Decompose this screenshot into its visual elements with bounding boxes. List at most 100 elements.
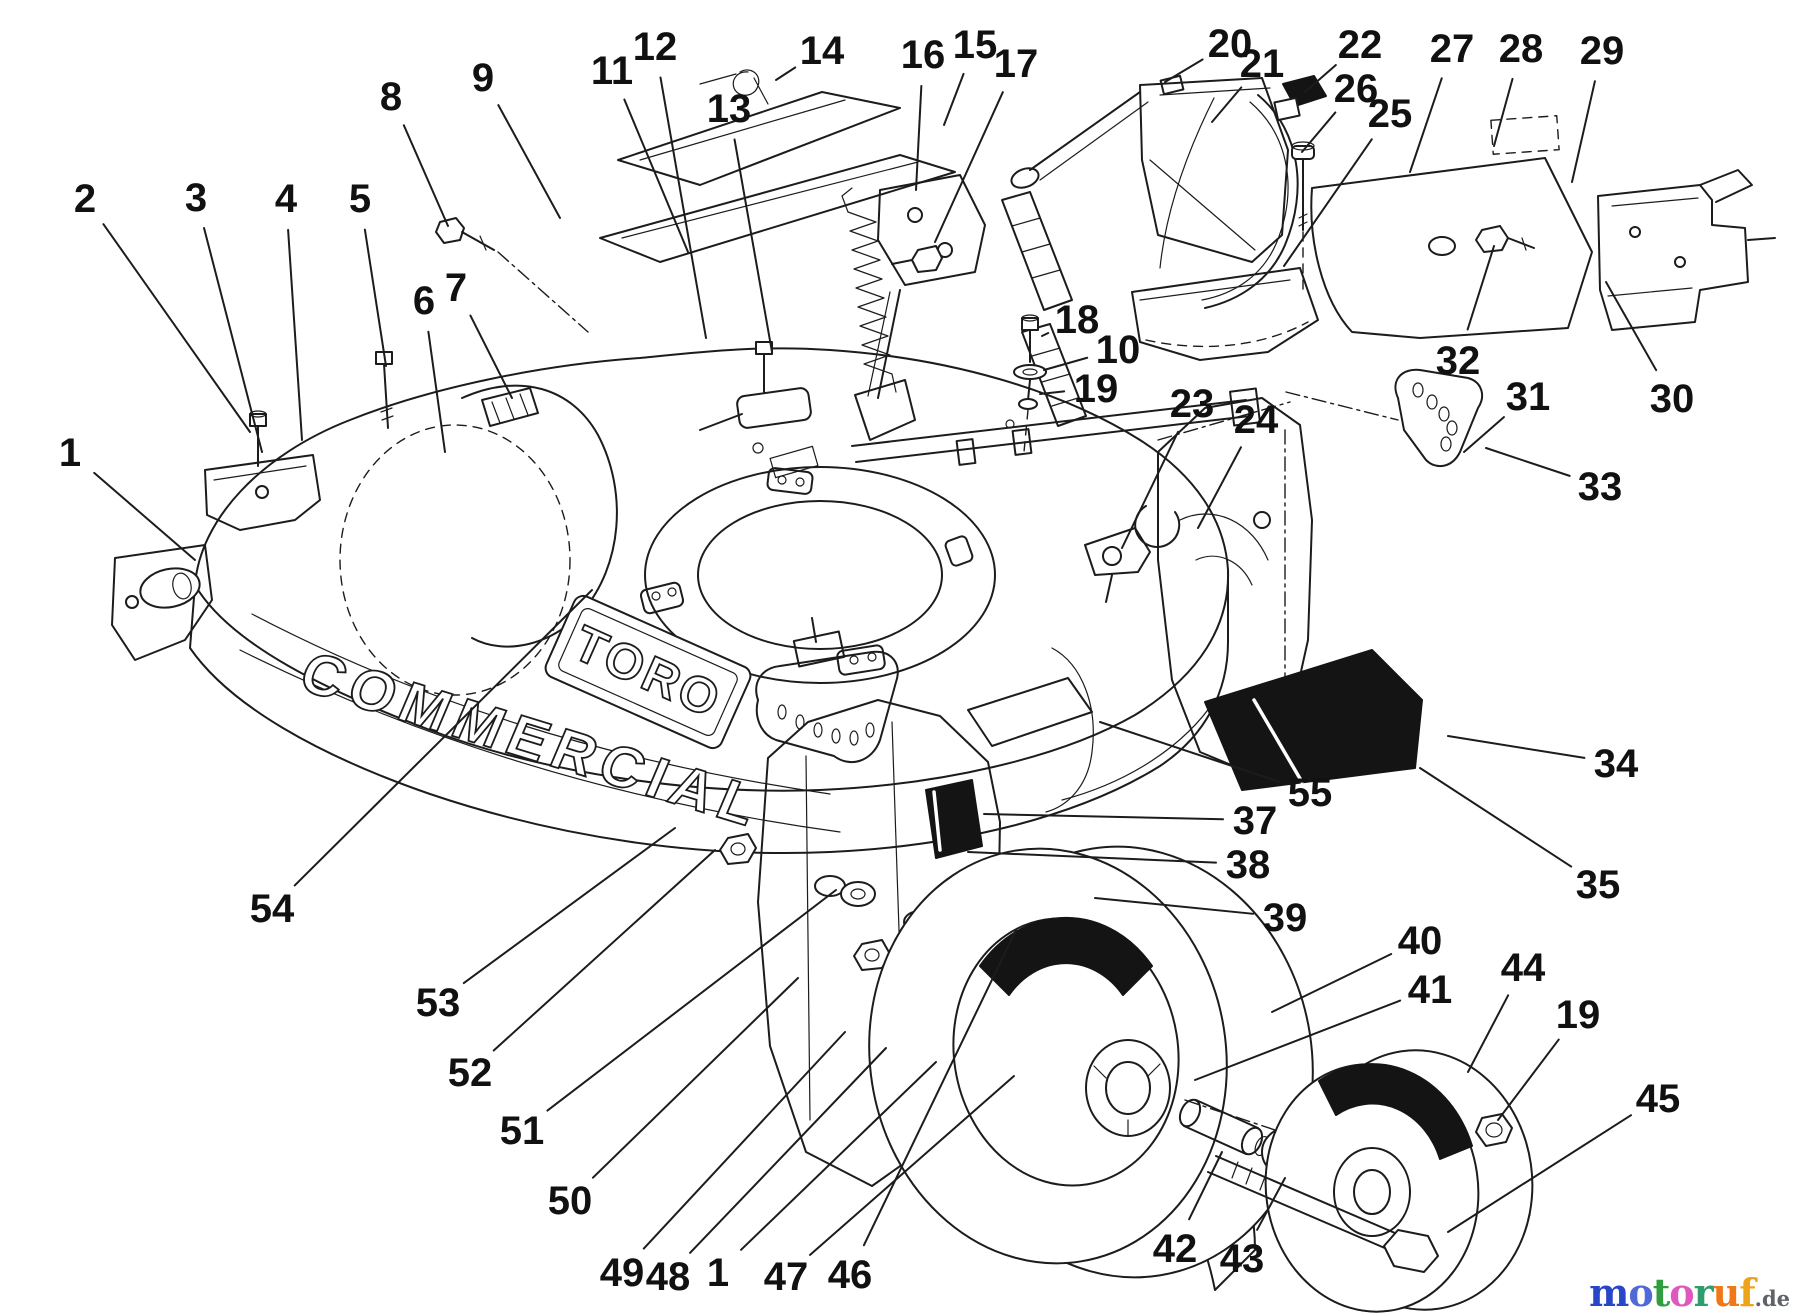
callout-number-20: 20	[1208, 22, 1253, 66]
callout-number-5: 5	[349, 177, 371, 221]
motoruf-logo-letters: motoruf	[1589, 1270, 1756, 1315]
callout-number-23: 23	[1170, 382, 1215, 426]
callout-leader-1	[740, 1061, 937, 1251]
callout-number-44: 44	[1501, 946, 1546, 990]
callout-leader-30	[1605, 281, 1658, 372]
rear-wheel-large	[868, 845, 1314, 1279]
grass-bag-frame	[1010, 74, 1327, 361]
callout-number-55: 55	[1288, 771, 1333, 815]
callout-number-33: 33	[1578, 465, 1623, 509]
motoruf-watermark[interactable]: motoruf.de	[1589, 1274, 1790, 1312]
callout-number-37: 37	[1233, 799, 1278, 843]
motoruf-domain-suffix: .de	[1754, 1286, 1790, 1311]
motoruf-letter: f	[1739, 1270, 1755, 1315]
callout-leader-53	[462, 827, 676, 985]
callout-leader-37	[983, 813, 1225, 821]
rear-cover-and-hinge	[1310, 115, 1776, 339]
callout-leader-31	[1463, 416, 1505, 453]
callout-leader-33	[1485, 447, 1571, 477]
callout-leader-51	[546, 889, 837, 1112]
callout-leader-40	[1271, 952, 1393, 1013]
callout-number-45: 45	[1636, 1077, 1681, 1121]
callout-leader-29	[1571, 80, 1596, 183]
callout-leader-3	[203, 226, 263, 453]
callout-leader-50	[591, 977, 799, 1179]
left-mount-brackets	[111, 217, 589, 661]
callout-number-17: 17	[994, 42, 1039, 86]
callout-number-7: 7	[445, 266, 467, 310]
callout-leader-1	[93, 471, 196, 561]
callout-leader-39	[1094, 897, 1255, 915]
callout-number-46: 46	[828, 1253, 873, 1297]
callout-leader-22	[1304, 64, 1337, 93]
callout-leader-23	[1121, 430, 1180, 549]
callout-number-14: 14	[800, 29, 845, 73]
motoruf-letter: u	[1712, 1270, 1741, 1315]
callout-number-41: 41	[1408, 968, 1453, 1012]
callout-number-6: 6	[413, 279, 435, 323]
callout-leader-47	[809, 1075, 1015, 1256]
callout-number-10: 10	[1096, 328, 1141, 372]
callout-leader-19	[1039, 390, 1066, 395]
callout-number-42: 42	[1153, 1227, 1198, 1271]
callout-number-21: 21	[1240, 42, 1285, 86]
callout-leader-11	[623, 98, 689, 253]
callout-number-29: 29	[1580, 29, 1625, 73]
callout-number-19: 19	[1074, 367, 1119, 411]
callout-number-32: 32	[1436, 339, 1481, 383]
callout-number-12: 12	[633, 25, 678, 69]
callout-leader-5	[363, 228, 387, 367]
callout-number-30: 30	[1650, 377, 1695, 421]
callout-number-3: 3	[185, 176, 207, 220]
callout-leader-38	[967, 851, 1218, 864]
callout-number-9: 9	[472, 56, 494, 100]
callout-leader-15	[943, 72, 965, 126]
callout-leader-25	[1283, 138, 1373, 267]
callout-number-40: 40	[1398, 919, 1443, 963]
callout-leader-6	[427, 330, 446, 453]
callout-number-1: 1	[707, 1251, 729, 1295]
callout-number-31: 31	[1506, 375, 1551, 419]
callout-leader-43	[1256, 1177, 1286, 1231]
callout-number-28: 28	[1499, 27, 1544, 71]
callout-number-26: 26	[1334, 67, 1379, 111]
blade-brake-ring	[639, 466, 996, 684]
callout-leader-54	[293, 589, 593, 887]
motoruf-letter: t	[1652, 1270, 1671, 1315]
callout-number-47: 47	[764, 1255, 809, 1299]
callout-leader-12	[659, 76, 707, 339]
callout-number-43: 43	[1220, 1237, 1265, 1281]
callout-leader-17	[934, 91, 1004, 243]
callout-leader-55	[1099, 721, 1281, 783]
callout-number-27: 27	[1430, 27, 1475, 71]
callout-number-19: 19	[1556, 993, 1601, 1037]
callout-number-15: 15	[953, 23, 998, 67]
pivot-fasteners	[1013, 314, 1047, 453]
callout-number-22: 22	[1338, 23, 1383, 67]
callout-leader-21	[1211, 86, 1243, 123]
callout-number-18: 18	[1055, 298, 1100, 342]
callout-number-8: 8	[380, 75, 402, 119]
motoruf-letter: o	[1628, 1270, 1653, 1315]
callout-number-24: 24	[1234, 398, 1279, 442]
callout-number-52: 52	[448, 1051, 493, 1095]
motoruf-letter: o	[1669, 1270, 1694, 1315]
callout-leader-7	[469, 314, 513, 399]
callout-leader-28	[1493, 77, 1514, 147]
callout-number-25: 25	[1368, 92, 1413, 136]
callout-number-49: 49	[600, 1251, 645, 1295]
callout-number-50: 50	[548, 1179, 593, 1223]
motoruf-letter: r	[1693, 1270, 1714, 1315]
callout-number-38: 38	[1226, 843, 1271, 887]
callout-leader-32	[1466, 245, 1495, 331]
handle-lever-assembly	[599, 69, 1087, 441]
callout-number-39: 39	[1263, 896, 1308, 940]
callout-leader-44	[1467, 994, 1510, 1073]
callout-number-51: 51	[500, 1109, 545, 1153]
callout-leader-27	[1409, 77, 1443, 173]
callout-leader-13	[733, 138, 773, 353]
callout-leader-19	[1497, 1038, 1560, 1121]
callout-leader-24	[1197, 446, 1242, 529]
